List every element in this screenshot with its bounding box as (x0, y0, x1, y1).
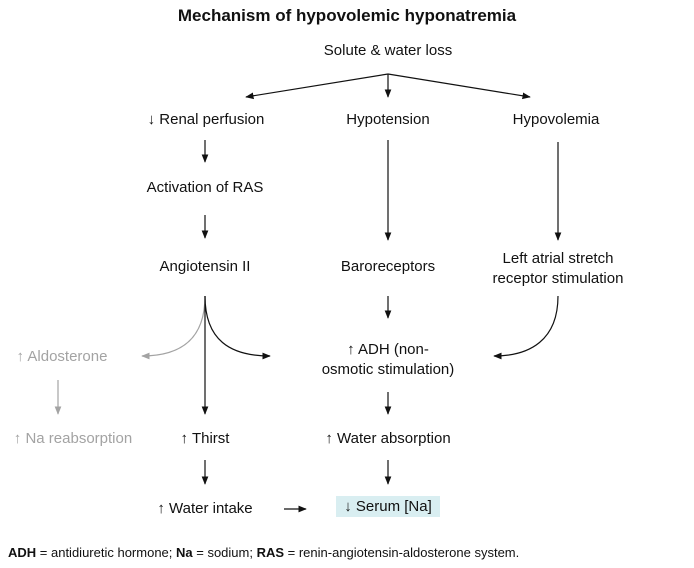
node-hypovolemia: Hypovolemia (512, 111, 600, 128)
footnote-ras-abbr: RAS (256, 545, 285, 560)
footnote-na-abbr: Na (176, 545, 193, 560)
node-water-absorption: ↑ Water absorption (325, 430, 451, 447)
node-adh: ↑ ADH (non- osmotic stimulation) (288, 340, 488, 380)
footnote: ADH = antidiuretic hormone; Na = sodium;… (8, 545, 519, 560)
node-thirst: ↑ Thirst (180, 430, 230, 447)
node-left-atrial-stimulation: Left atrial stretch receptor stimulation (478, 249, 638, 289)
node-solute-water-loss: Solute & water loss (323, 42, 453, 59)
footnote-adh-abbr: ADH (8, 545, 37, 560)
node-baroreceptors: Baroreceptors (340, 258, 436, 275)
node-adh-line2: osmotic stimulation) (321, 361, 455, 378)
node-renal-perfusion: ↓ Renal perfusion (147, 111, 265, 128)
node-hypotension: Hypotension (346, 111, 430, 128)
footnote-na-def: = sodium; (192, 545, 257, 560)
footnote-ras-def: = renin-angiotensin-aldosterone system. (284, 545, 520, 560)
node-serum-na-wrap: ↓ Serum [Na] (288, 496, 488, 517)
node-aldosterone: ↑ Aldosterone (16, 348, 108, 365)
node-activation-of-ras: Activation of RAS (146, 179, 264, 196)
node-water-intake: ↑ Water intake (157, 500, 253, 517)
node-left-atrial-line2: receptor stimulation (492, 270, 624, 287)
arrow-left-atrial-to-adh (493, 295, 559, 360)
node-na-reabsorption: ↑ Na reabsorption (13, 430, 133, 447)
node-adh-line1: ↑ ADH (non- (347, 341, 429, 358)
arrow-to-hypovolemia (387, 73, 531, 100)
arrow-angiotensin-to-adh (204, 295, 271, 360)
diagram-title: Mechanism of hypovolemic hyponatremia (177, 6, 517, 25)
node-angiotensin-ii: Angiotensin II (159, 258, 251, 275)
arrow-angiotensin-to-aldosterone (141, 295, 206, 360)
node-left-atrial-line1: Left atrial stretch (502, 250, 614, 267)
footnote-adh-def: = antidiuretic hormone; (36, 545, 176, 560)
node-serum-na: ↓ Serum [Na] (336, 496, 440, 517)
arrow-to-renal-perfusion (245, 73, 389, 100)
